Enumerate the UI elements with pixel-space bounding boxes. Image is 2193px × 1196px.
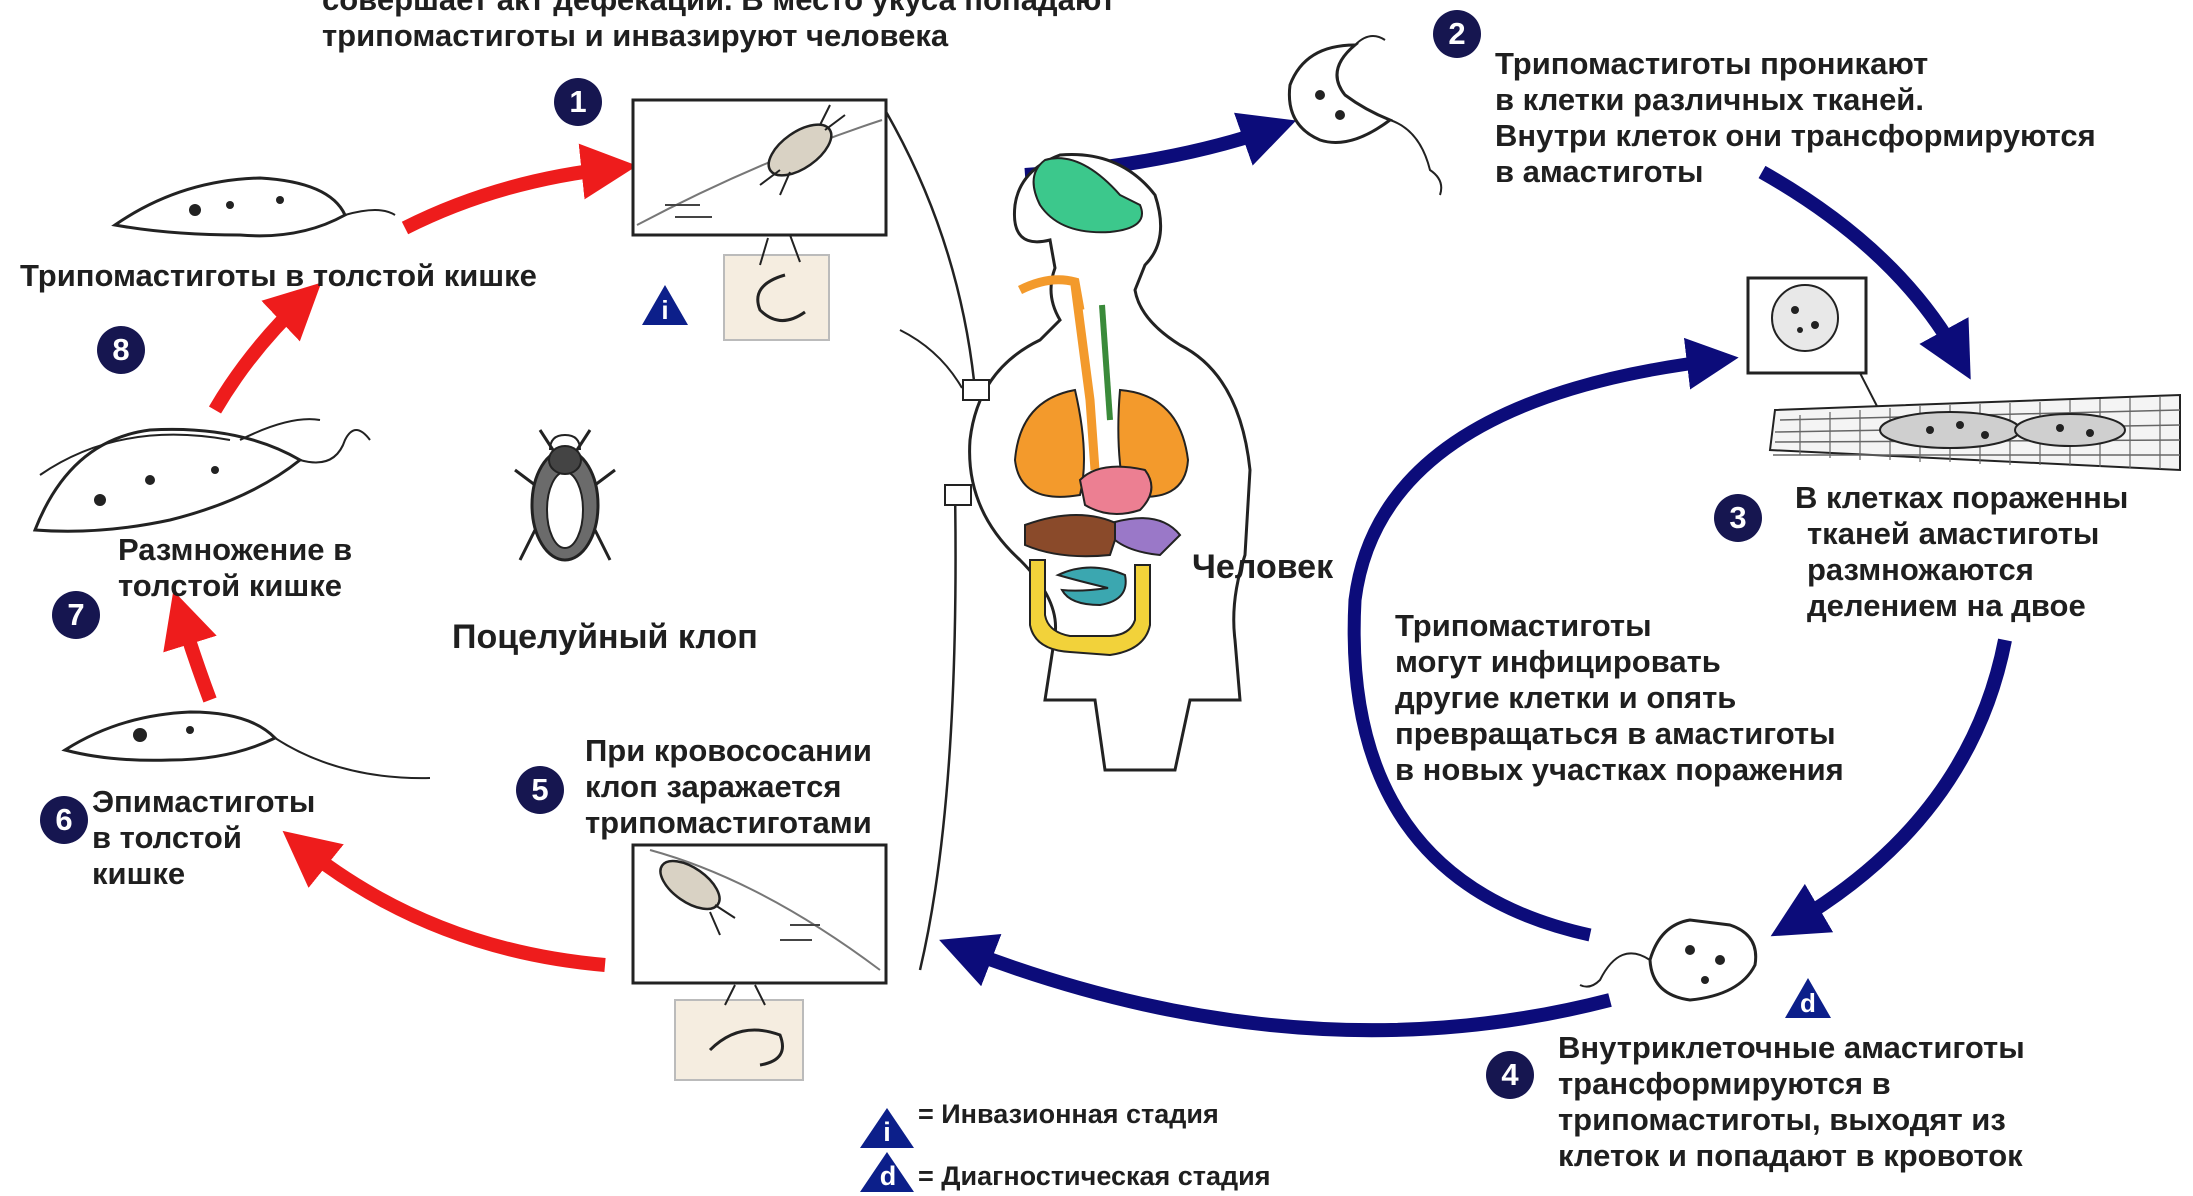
epimastigote-illustration [65, 712, 430, 778]
legend-diagnostic-text: = Диагностическая стадия [918, 1160, 1271, 1192]
step-number-1: 1 [565, 84, 591, 120]
arrow-6-to-7 [180, 612, 210, 700]
connector-line-left [900, 330, 962, 388]
step-number-2: 2 [1444, 16, 1470, 52]
diagnostic-stage-symbol: d [1799, 985, 1817, 1021]
bite-inset-bottom [633, 845, 886, 1080]
infective-stage-symbol: i [657, 292, 673, 328]
step6-line-3: кишке [92, 856, 315, 892]
reinfect-line-1: Трипомастиготы [1395, 608, 1844, 644]
step5-line-1: При кровососании [585, 733, 872, 769]
released-trypomastigote-illustration [1580, 920, 1756, 1000]
step8-description: Трипомастиготы в толстой кишке [20, 258, 537, 294]
step6-line-1: Эпимастиготы [92, 784, 315, 820]
step4-line-2: трансформируются в [1558, 1066, 2025, 1102]
top-description-line-1: совершает акт дефекации. В место укуса п… [322, 0, 1116, 18]
liver-organ [1025, 515, 1120, 556]
step-number-5: 5 [527, 772, 553, 808]
arrow-7-to-8 [215, 298, 305, 410]
legend-infective-text: = Инвазионная стадия [918, 1098, 1219, 1130]
reinfect-line-2: могут инфицировать [1395, 644, 1844, 680]
step7-line-1: Размножение в [118, 532, 352, 568]
step7-line-2: толстой кишке [118, 568, 352, 604]
step3-line-2: тканей амастиготы [1807, 516, 2128, 552]
step5-description: При кровососании клоп заражается трипома… [585, 733, 872, 841]
step3-line-1: В клетках пораженны [1795, 480, 2128, 516]
trypomastigote-in-gut-illustration [115, 178, 395, 236]
step2-line-2: в клетки различных тканей. [1495, 82, 2096, 118]
infected-tissue-illustration [1770, 395, 2180, 470]
top-description-line-2: трипомастиготы и инвазируют человека [322, 18, 1116, 54]
step-number-7: 7 [63, 597, 89, 633]
reinfect-line-3: другие клетки и опять [1395, 680, 1844, 716]
step-number-6: 6 [51, 802, 77, 838]
step3-description: В клетках пораженны тканей амастиготы ра… [1795, 480, 2128, 624]
human-body-illustration [945, 155, 1250, 771]
arrow-4-to-5 [960, 948, 1610, 1030]
step6-line-2: в толстой [92, 820, 315, 856]
trypomastigote-tissue-illustration [1289, 36, 1441, 195]
step4-description: Внутриклеточные амастиготы трансформирую… [1558, 1030, 2025, 1174]
step-number-8: 8 [108, 332, 134, 368]
connector-line-bottom [920, 490, 956, 970]
reinfect-line-4: превращаться в амастиготы [1395, 716, 1844, 752]
step5-line-3: трипомастиготами [585, 805, 872, 841]
connector-line-top [885, 110, 975, 390]
heart-organ [1080, 467, 1151, 514]
step2-line-4: в амастиготы [1495, 154, 2096, 190]
step-number-3: 3 [1725, 500, 1751, 536]
human-label: Человек [1192, 548, 1333, 586]
arrow-5-to-6 [300, 845, 605, 965]
step5-line-2: клоп заражается [585, 769, 872, 805]
arrow-8-to-1 [405, 168, 615, 228]
kissing-bug-illustration [515, 430, 615, 560]
dividing-epimastigote-illustration [35, 419, 370, 531]
infected-cell-inset [1748, 278, 1880, 412]
step4-line-1: Внутриклеточные амастиготы [1558, 1030, 2025, 1066]
step8-line-1: Трипомастиготы в толстой кишке [20, 258, 537, 294]
step4-line-4: клеток и попадают в кровоток [1558, 1138, 2025, 1174]
step7-description: Размножение в толстой кишке [118, 532, 352, 604]
reinfect-line-5: в новых участках поражения [1395, 752, 1844, 788]
step6-description: Эпимастиготы в толстой кишке [92, 784, 315, 892]
step2-line-1: Трипомастиготы проникают [1495, 46, 2096, 82]
step3-line-3: размножаются [1807, 552, 2128, 588]
reinfection-description: Трипомастиготы могут инфицировать другие… [1395, 608, 1844, 788]
step2-description: Трипомастиготы проникают в клетки различ… [1495, 46, 2096, 190]
bug-label: Поцелуйный клоп [452, 618, 758, 656]
step4-line-3: трипомастиготы, выходят из [1558, 1102, 2025, 1138]
step3-line-4: делением на двое [1807, 588, 2128, 624]
step2-line-3: Внутри клеток они трансформируются [1495, 118, 2096, 154]
legend-infective-symbol: i [879, 1116, 895, 1148]
step-number-4: 4 [1497, 1057, 1523, 1093]
legend-diagnostic-symbol: d [879, 1160, 897, 1192]
top-description: совершает акт дефекации. В место укуса п… [322, 0, 1116, 54]
